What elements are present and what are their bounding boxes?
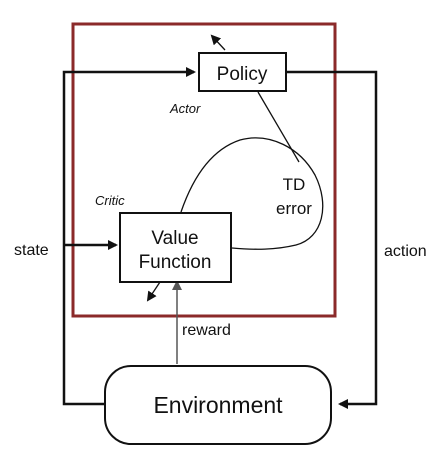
environment-node: Environment: [104, 365, 332, 445]
value-function-label-line1: Value: [151, 228, 198, 249]
reward-label: reward: [182, 322, 231, 339]
td-error-label-line2: error: [276, 199, 312, 218]
action-label: action: [384, 243, 427, 260]
state-label: state: [14, 242, 49, 259]
actor-label: Actor: [169, 101, 201, 116]
policy-label: Policy: [217, 64, 268, 85]
critic-label: Critic: [95, 193, 125, 208]
environment-label: Environment: [153, 392, 283, 418]
agent-frame: [71, 22, 337, 318]
policy-node: Policy: [198, 52, 287, 92]
state-loop-line: [62, 67, 196, 406]
policy-update-arrow: [210, 34, 226, 51]
value-function-node: Value Function: [119, 212, 232, 283]
value-function-label-line2: Function: [139, 252, 212, 273]
td-error-label-line1: TD: [283, 175, 306, 194]
value-update-arrow: [146, 281, 161, 302]
action-line: [286, 70, 378, 409]
td-error-to-policy-line: [257, 91, 300, 163]
td-error-curve: [180, 137, 324, 250]
